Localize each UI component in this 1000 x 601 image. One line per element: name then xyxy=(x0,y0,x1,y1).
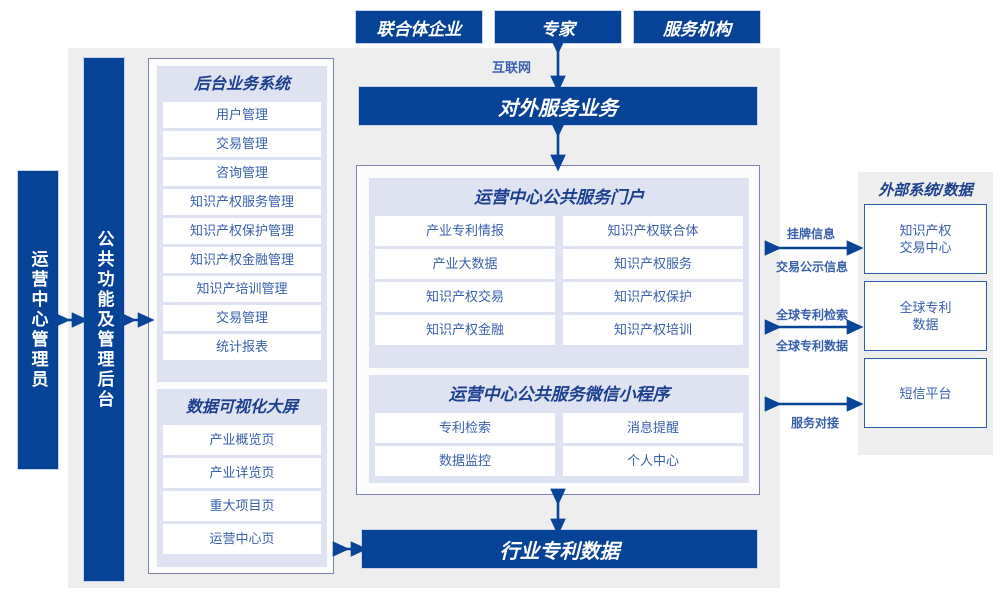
backend-item[interactable]: 交易管理 xyxy=(163,305,321,331)
portal-item[interactable]: 产业专利情报 xyxy=(375,216,555,246)
external-box-ip-trading-center[interactable]: 知识产权 交易中心 xyxy=(864,204,987,274)
vbar-operation-center-admin[interactable]: 运营中心管理员 xyxy=(17,170,59,470)
external-systems-title: 外部系统/数据 xyxy=(878,182,973,199)
portal-title: 运营中心公共服务门户 xyxy=(474,188,644,207)
actor-box-expert[interactable]: 专家 xyxy=(494,10,622,44)
visualization-panel: 数据可视化大屏 产业概览页 产业详览页 重大项目页 运营中心页 xyxy=(157,389,327,567)
visualization-title: 数据可视化大屏 xyxy=(185,399,298,416)
external-service-bar[interactable]: 对外服务业务 xyxy=(358,86,758,126)
portal-item[interactable]: 知识产权培训 xyxy=(563,315,743,345)
miniprogram-item[interactable]: 专利检索 xyxy=(375,413,555,443)
actor-box-service-agency[interactable]: 服务机构 xyxy=(633,10,761,44)
backend-system-panel: 后台业务系统 用户管理 交易管理 咨询管理 知识产权服务管理 知识产权保护管理 … xyxy=(157,66,327,382)
visualization-item[interactable]: 产业概览页 xyxy=(163,425,321,455)
backend-item[interactable]: 咨询管理 xyxy=(163,160,321,186)
miniprogram-grid: 专利检索 消息提醒 数据监控 个人中心 xyxy=(375,413,743,476)
backend-item[interactable]: 知识产权金融管理 xyxy=(163,247,321,273)
backend-item[interactable]: 统计报表 xyxy=(163,334,321,360)
portal-item[interactable]: 知识产权保护 xyxy=(563,282,743,312)
ext-conn-label-below-1: 交易公示信息 xyxy=(776,260,849,274)
backend-item[interactable]: 知识产培训管理 xyxy=(163,276,321,302)
portal-item[interactable]: 知识产权金融 xyxy=(375,315,555,345)
backend-item[interactable]: 用户管理 xyxy=(163,102,321,128)
backend-item[interactable]: 知识产权服务管理 xyxy=(163,189,321,215)
ext-conn-label-below-2: 全球专利数据 xyxy=(776,339,849,353)
visualization-item[interactable]: 产业详览页 xyxy=(163,458,321,488)
bottom-industry-patent-data-bar[interactable]: 行业专利数据 xyxy=(361,529,758,569)
portal-item[interactable]: 产业大数据 xyxy=(375,249,555,279)
backend-item[interactable]: 交易管理 xyxy=(163,131,321,157)
visualization-item[interactable]: 运营中心页 xyxy=(163,524,321,554)
miniprogram-item[interactable]: 数据监控 xyxy=(375,446,555,476)
miniprogram-title: 运营中心公共服务微信小程序 xyxy=(448,385,670,404)
miniprogram-item[interactable]: 个人中心 xyxy=(563,446,743,476)
portal-grid: 产业专利情报 知识产权联合体 产业大数据 知识产权服务 知识产权交易 知识产权保… xyxy=(375,216,743,345)
external-box-global-patent-data[interactable]: 全球专利 数据 xyxy=(864,281,987,351)
external-systems-panel: 外部系统/数据 知识产权 交易中心 全球专利 数据 短信平台 xyxy=(858,172,993,455)
center-services-container: 运营中心公共服务门户 产业专利情报 知识产权联合体 产业大数据 知识产权服务 知… xyxy=(356,165,760,495)
visualization-item[interactable]: 重大项目页 xyxy=(163,491,321,521)
portal-panel: 运营中心公共服务门户 产业专利情报 知识产权联合体 产业大数据 知识产权服务 知… xyxy=(369,178,749,368)
actor-box-consortium[interactable]: 联合体企业 xyxy=(355,10,483,44)
backend-system-title: 后台业务系统 xyxy=(193,76,290,93)
vbar-public-function-backend[interactable]: 公共功能及管理后台 xyxy=(83,57,125,582)
miniprogram-item[interactable]: 消息提醒 xyxy=(563,413,743,443)
internet-label: 互联网 xyxy=(492,60,532,75)
backend-item[interactable]: 知识产权保护管理 xyxy=(163,218,321,244)
left-systems-container: 后台业务系统 用户管理 交易管理 咨询管理 知识产权服务管理 知识产权保护管理 … xyxy=(148,58,334,574)
portal-item[interactable]: 知识产权交易 xyxy=(375,282,555,312)
external-box-sms-platform[interactable]: 短信平台 xyxy=(864,358,987,428)
ext-conn-label-above-2: 全球专利检索 xyxy=(776,308,849,322)
ext-conn-label-above-1: 挂牌信息 xyxy=(787,227,836,241)
miniprogram-panel: 运营中心公共服务微信小程序 专利检索 消息提醒 数据监控 个人中心 xyxy=(369,375,749,483)
portal-item[interactable]: 知识产权服务 xyxy=(563,249,743,279)
ext-conn-label-below-3: 服务对接 xyxy=(791,416,840,430)
portal-item[interactable]: 知识产权联合体 xyxy=(563,216,743,246)
